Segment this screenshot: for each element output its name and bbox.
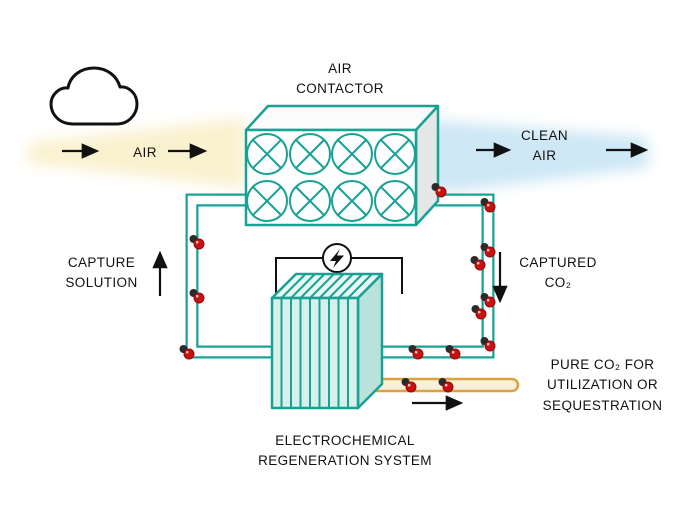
capture-solution-label: CAPTURE SOLUTION — [65, 255, 138, 291]
clean-air-label: CLEAN AIR — [520, 128, 568, 164]
cloud-icon — [49, 66, 139, 126]
fan-blade-icon — [331, 180, 373, 222]
flow-arrows — [62, 142, 649, 411]
air-in-label: AIR — [133, 145, 157, 160]
fan-blade-icon — [374, 180, 416, 222]
air-contactor-graphic — [244, 104, 440, 227]
electrochemical-cell-graphic — [270, 272, 384, 410]
captured-co2-label: CAPTURED CO₂ — [519, 255, 597, 291]
fan-blade-icon — [331, 133, 373, 175]
air-contactor-label: AIR CONTACTOR — [296, 61, 384, 97]
fan-blade-icon — [289, 180, 331, 222]
power-source — [275, 243, 403, 296]
air-inflow-beam — [28, 118, 245, 188]
fan-blade-icon — [374, 133, 416, 175]
fan-blade-icon — [246, 180, 288, 222]
fan-blade-icon — [289, 133, 331, 175]
clean-air-beam — [430, 120, 648, 194]
lightning-bolt-icon — [330, 249, 344, 268]
fan-blade-icon — [246, 133, 288, 175]
pure-co2-label: PURE CO₂ FOR UTILIZATION OR SEQUESTRATIO… — [542, 357, 663, 413]
regeneration-system-label: ELECTROCHEMICAL REGENERATION SYSTEM — [258, 433, 432, 469]
